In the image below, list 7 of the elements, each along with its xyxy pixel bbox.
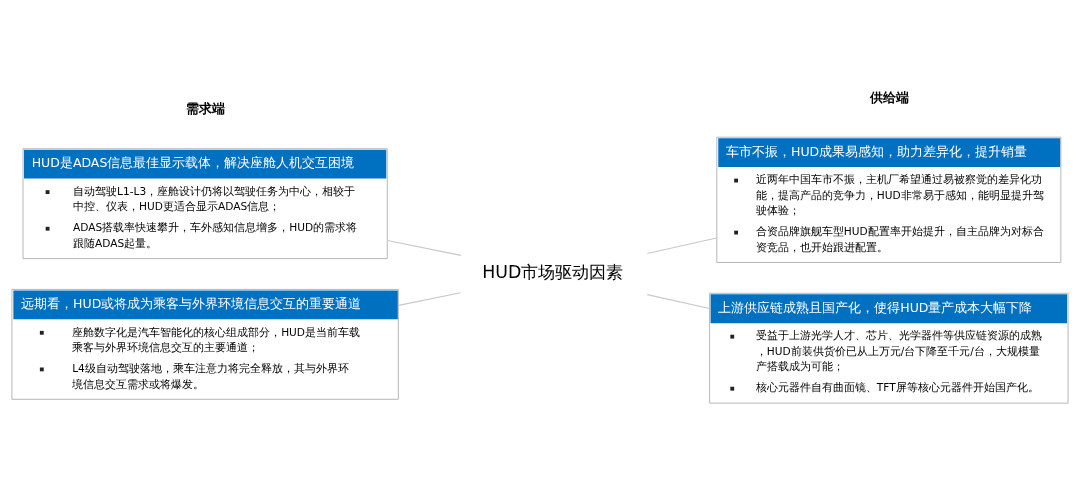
label: 供给端: [870, 89, 910, 105]
label: 需求端: [186, 100, 226, 116]
node-text: HUD市场驱动因素: [482, 261, 624, 282]
connector: [646, 236, 718, 254]
connector: [646, 293, 711, 309]
connector: [386, 239, 462, 256]
connector: [398, 291, 462, 306]
